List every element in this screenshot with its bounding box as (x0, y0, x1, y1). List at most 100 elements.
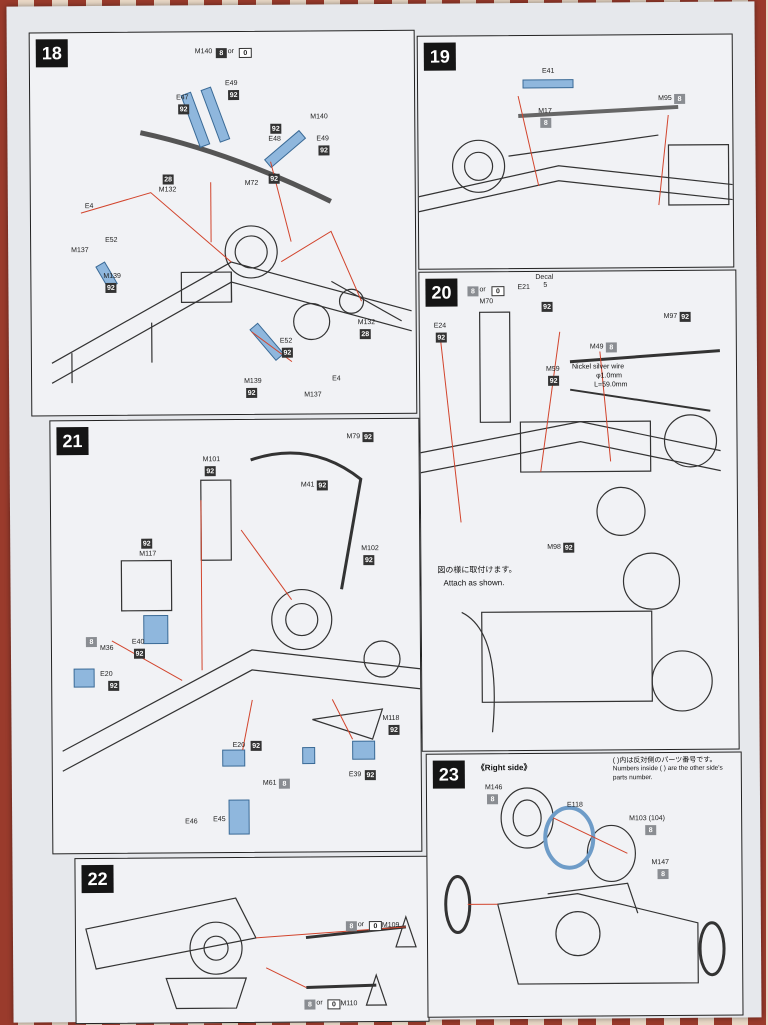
paint-code: 92 (318, 145, 330, 156)
paint-code: 8 (486, 794, 499, 805)
paint-code: 8 (85, 637, 97, 648)
choice-or: or (357, 921, 365, 929)
paint-code: 92 (178, 104, 190, 115)
part-label: E47 (176, 94, 189, 102)
paint-code: 92 (105, 282, 117, 293)
paint-code: 92 (563, 542, 575, 553)
part-label: E52 (105, 236, 118, 244)
part-label: E20 (232, 741, 246, 750)
part-label: M17 (538, 107, 552, 115)
part-label: M132 (357, 319, 376, 327)
step-18-panel: 18 (28, 29, 418, 417)
part-label: M146 (484, 784, 503, 792)
part-label: M95 (658, 94, 672, 103)
paint-code: 92 (268, 173, 280, 184)
part-label: E118 (567, 801, 583, 809)
part-label: M61 (262, 779, 277, 787)
step-19-panel: 19 E41 M17 8 M95 8 (416, 33, 735, 270)
paint-code: 92 (548, 375, 560, 386)
part-label: E41 (541, 67, 555, 75)
step-21-drawing (62, 451, 421, 835)
attach-note-jp: 図の様に取付けます。 (437, 565, 517, 575)
step-18-drawing (51, 86, 412, 384)
wire-note-2: φ1.0mm (596, 372, 623, 380)
paint-code: 8 (605, 342, 617, 353)
part-label: M98 (547, 543, 561, 551)
paint-code: 92 (204, 466, 216, 477)
paint-code: 28 (162, 174, 174, 185)
step-22-panel: 22 8 or 0 M109 8 or 0 M110 (74, 855, 430, 1025)
paint-code: 92 (108, 680, 120, 691)
part-label: M109 (381, 921, 400, 930)
paint-code: 8 (674, 93, 686, 104)
part-label: M132 (158, 186, 177, 194)
part-label: E24 (433, 322, 447, 330)
choice-or: or (227, 48, 235, 56)
paint-code: 92 (388, 724, 400, 735)
part-label: M103 (104) (629, 815, 665, 823)
part-label: M70 (479, 298, 494, 306)
choice-a: 8 (345, 921, 357, 932)
paint-code: 92 (250, 740, 262, 751)
decal-number: 5 (543, 281, 548, 289)
part-label: M41 (300, 481, 315, 489)
choice-a: 8 (467, 286, 479, 297)
choice-or: or (479, 286, 486, 294)
part-label: M102 (361, 545, 379, 553)
paint-code: 92 (246, 387, 258, 398)
paint-code: 92 (133, 648, 146, 659)
part-label: E49 (224, 80, 238, 88)
instruction-sheet: 18 (6, 1, 762, 1025)
part-label: M72 (244, 179, 259, 187)
wire-note-1: Nickel silver wire (571, 363, 625, 371)
part-label: M137 (71, 247, 89, 255)
step-20-drawing (420, 311, 721, 733)
paint-code: 8 (540, 117, 552, 128)
part-label: E4 (332, 375, 341, 383)
paint-code: 8 (278, 778, 290, 789)
part-label: E45 (213, 816, 226, 824)
choice-b: 0 (491, 286, 505, 297)
paint-code: 92 (316, 480, 328, 491)
part-label: E52 (279, 337, 293, 345)
paint-code: 92 (363, 555, 375, 566)
part-label: M139 (103, 272, 121, 280)
paint-code: 8 (657, 869, 669, 880)
part-label: M137 (304, 391, 322, 399)
part-label: E20 (100, 670, 113, 678)
part-label: M101 (202, 456, 221, 464)
paint-code: 92 (679, 311, 691, 322)
attach-note-en: Attach as shown. (443, 578, 505, 588)
step-22-drawing (85, 897, 417, 1010)
part-label: M139 (244, 377, 262, 385)
paint-code: 92 (364, 770, 376, 781)
part-label: E39 (348, 771, 362, 779)
part-label: E46 (185, 818, 198, 826)
part-label: E4 (84, 203, 94, 211)
paint-code: 92 (141, 538, 153, 549)
choice-a: 8 (304, 999, 316, 1010)
paint-code: 8 (645, 825, 657, 836)
part-label: M118 (382, 714, 400, 723)
paint-code: 92 (541, 301, 553, 312)
step-23-panel: 23 《Right side》 ( )内は反対側のパーツ番号です。 Number… (425, 751, 744, 1018)
decal-label: Decal (535, 273, 554, 281)
choice-b: 0 (238, 47, 252, 59)
part-label: M97 (663, 312, 678, 321)
step-23-drawing (444, 787, 726, 985)
part-label: M117 (139, 550, 157, 558)
paint-code: 92 (281, 347, 293, 358)
part-label: M140 (310, 113, 328, 121)
paint-code: 92 (435, 332, 447, 343)
part-label: M59 (545, 365, 560, 373)
part-label: E40 (131, 638, 145, 646)
paint-code: 28 (359, 329, 371, 340)
part-label: M49 (589, 343, 604, 351)
choice-a: 8 (215, 48, 227, 59)
choice-or: or (316, 999, 323, 1007)
part-label: M110 (340, 1000, 358, 1008)
choice-b: 0 (327, 999, 341, 1010)
paint-code: 92 (270, 123, 282, 134)
part-label: E49 (316, 135, 329, 143)
paint-code: 92 (362, 432, 374, 443)
